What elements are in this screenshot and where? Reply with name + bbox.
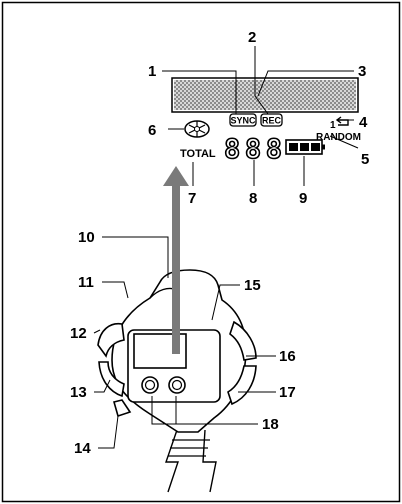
callout-7: 7 xyxy=(188,190,196,207)
callout-9: 9 xyxy=(299,190,307,207)
rec-badge xyxy=(260,113,283,127)
leader-lines xyxy=(93,46,359,449)
bottom-left-button xyxy=(113,399,132,418)
callout-labels: 1 2 3 4 5 6 7 8 9 10 11 12 13 14 15 16 1… xyxy=(70,29,369,457)
button-circle-right-inner xyxy=(171,379,183,391)
dot-matrix-area xyxy=(174,80,356,110)
repeat-icon xyxy=(335,116,349,126)
callout-3: 3 xyxy=(358,63,366,80)
random-indicator: RANDOM xyxy=(316,132,361,143)
sync-badge xyxy=(229,113,257,127)
left-lower-button xyxy=(98,361,125,398)
total-indicator: TOTAL xyxy=(180,148,216,160)
left-jog-button xyxy=(97,322,125,358)
remote-cable-edge xyxy=(202,429,217,493)
callout-10: 10 xyxy=(78,229,95,246)
right-lower-button xyxy=(227,365,257,406)
callout-2: 2 xyxy=(248,29,256,46)
track-digits: 888 xyxy=(224,134,282,165)
rec-indicator: REC xyxy=(262,116,282,126)
callout-1: 1 xyxy=(148,63,156,80)
callout-15: 15 xyxy=(244,277,261,294)
callout-11: 11 xyxy=(78,274,94,291)
repeat-one-number: 1 xyxy=(330,120,336,131)
button-circle-left-inner xyxy=(144,379,156,391)
callout-13: 13 xyxy=(70,384,87,401)
callout-18: 18 xyxy=(262,416,279,433)
callout-5: 5 xyxy=(361,151,369,168)
callout-14: 14 xyxy=(74,440,91,457)
battery-icon xyxy=(285,139,325,155)
remote-control xyxy=(97,269,257,493)
callout-16: 16 xyxy=(279,348,296,365)
callout-4: 4 xyxy=(359,114,368,131)
callout-12: 12 xyxy=(70,325,87,342)
callout-17: 17 xyxy=(279,384,296,401)
disc-icon xyxy=(184,120,210,138)
callout-8: 8 xyxy=(249,190,257,207)
callout-6: 6 xyxy=(148,122,156,139)
sync-indicator: SYNC xyxy=(230,116,256,126)
remote-cable xyxy=(165,429,179,493)
cable-strain-relief xyxy=(168,439,210,457)
right-upper-button xyxy=(229,320,257,361)
zoom-arrow xyxy=(163,166,189,354)
